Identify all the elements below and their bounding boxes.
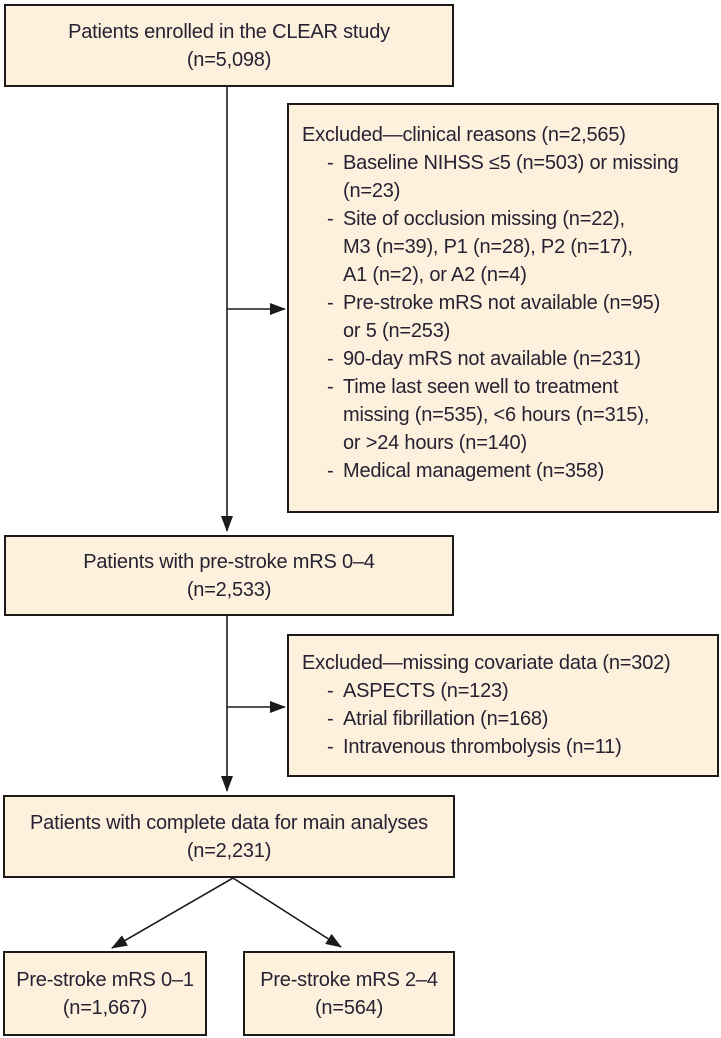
- exclusion-item-text: Atrial fibrillation (n=168): [343, 708, 549, 730]
- bullet-dash: -: [327, 460, 334, 482]
- box-excluded-covariate: Excluded—missing covariate data (n=302) …: [287, 634, 719, 777]
- box-prestroke-mrs-2-4-label: Pre-stroke mRS 2–4: [260, 968, 438, 991]
- exclusion-item-text: Site of occlusion missing (n=22), M3 (n=…: [343, 208, 633, 286]
- exclusion-item: - Site of occlusion missing (n=22), M3 (…: [327, 205, 705, 289]
- exclusion-item-text: Time last seen well to treatment missing…: [343, 376, 650, 454]
- bullet-dash: -: [327, 152, 334, 174]
- box-prestroke-mrs-2-4-count: (n=564): [314, 996, 384, 1019]
- box-complete-data-label: Patients with complete data for main ana…: [30, 811, 428, 834]
- box-prestroke-mrs-0-4: Patients with pre-stroke mRS 0–4 (n=2,53…: [4, 535, 454, 616]
- exclusion-item: - 90-day mRS not available (n=231): [327, 345, 705, 373]
- exclusion-item: - Baseline NIHSS ≤5 (n=503) or missing (…: [327, 149, 705, 205]
- exclusion-item-text: Baseline NIHSS ≤5 (n=503) or missing (n=…: [343, 152, 679, 202]
- connector-fork-right: [232, 877, 342, 948]
- exclusion-item-text: Intravenous thrombolysis (n=11): [343, 736, 622, 758]
- exclusion-item-text: Medical management (n=358): [343, 460, 605, 482]
- box-complete-data: Patients with complete data for main ana…: [3, 795, 455, 878]
- connector-fork-left: [111, 877, 234, 949]
- box-prestroke-mrs-2-4: Pre-stroke mRS 2–4 (n=564): [243, 951, 455, 1036]
- exclusion-item-text: 90-day mRS not available (n=231): [343, 348, 641, 370]
- exclusion-item-text: Pre-stroke mRS not available (n=95) or 5…: [343, 292, 661, 342]
- box-prestroke-mrs-0-1: Pre-stroke mRS 0–1 (n=1,667): [3, 951, 207, 1036]
- exclusion-item: - ASPECTS (n=123): [327, 677, 705, 705]
- excluded-clinical-title: Excluded—clinical reasons (n=2,565): [302, 124, 626, 146]
- box-prestroke-mrs-0-1-count: (n=1,667): [62, 996, 148, 1019]
- excluded-covariate-title: Excluded—missing covariate data (n=302): [302, 652, 671, 674]
- exclusion-item: - Time last seen well to treatment missi…: [327, 373, 705, 457]
- box-prestroke-mrs-0-1-label: Pre-stroke mRS 0–1: [16, 968, 194, 991]
- excluded-covariate-items: - ASPECTS (n=123) - Atrial fibrillation …: [302, 677, 705, 761]
- exclusion-item: - Medical management (n=358): [327, 457, 705, 485]
- bullet-dash: -: [327, 292, 334, 314]
- box-enrolled-label: Patients enrolled in the CLEAR study: [68, 20, 390, 43]
- exclusion-item-text: ASPECTS (n=123): [343, 680, 509, 702]
- exclusion-item: - Intravenous thrombolysis (n=11): [327, 733, 705, 761]
- box-enrolled-count: (n=5,098): [186, 48, 272, 71]
- box-complete-data-count: (n=2,231): [186, 839, 272, 862]
- exclusion-item: - Pre-stroke mRS not available (n=95) or…: [327, 289, 705, 345]
- bullet-dash: -: [327, 680, 334, 702]
- box-prestroke-mrs-0-4-count: (n=2,533): [186, 578, 272, 601]
- box-excluded-clinical: Excluded—clinical reasons (n=2,565) - Ba…: [287, 103, 719, 513]
- bullet-dash: -: [327, 736, 334, 758]
- bullet-dash: -: [327, 348, 334, 370]
- bullet-dash: -: [327, 376, 334, 398]
- box-prestroke-mrs-0-4-label: Patients with pre-stroke mRS 0–4: [83, 550, 375, 573]
- excluded-clinical-items: - Baseline NIHSS ≤5 (n=503) or missing (…: [302, 149, 705, 485]
- exclusion-item: - Atrial fibrillation (n=168): [327, 705, 705, 733]
- bullet-dash: -: [327, 208, 334, 230]
- box-enrolled: Patients enrolled in the CLEAR study (n=…: [4, 4, 454, 87]
- bullet-dash: -: [327, 708, 334, 730]
